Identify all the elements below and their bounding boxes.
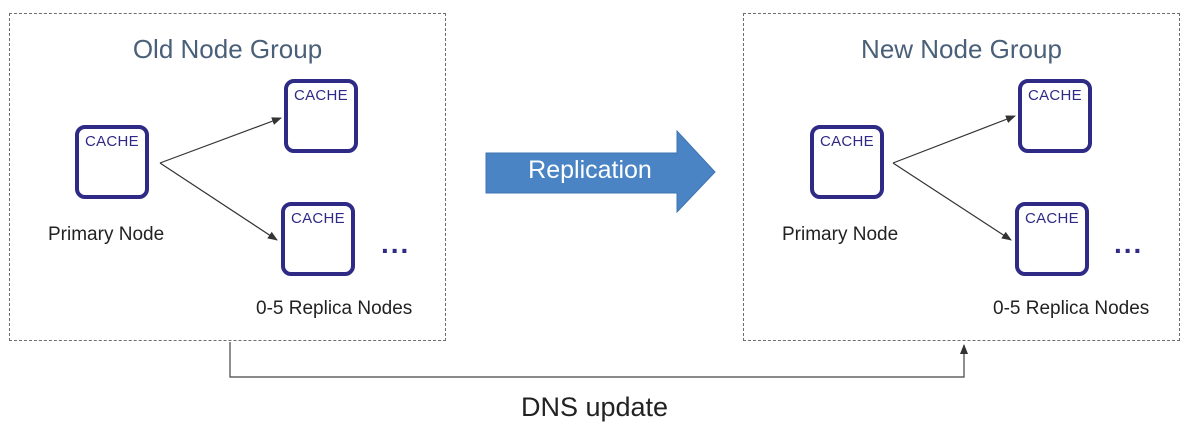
replication-big-arrow bbox=[485, 129, 716, 214]
old-replication-arrow-1 bbox=[159, 117, 282, 164]
old-replica-cache-node-1: CACHE bbox=[284, 79, 358, 153]
cache-label: CACHE bbox=[293, 87, 348, 104]
cache-label: CACHE bbox=[1024, 210, 1079, 227]
old-node-group-title: Old Node Group bbox=[132, 34, 323, 64]
dns-update-connector bbox=[229, 342, 968, 378]
dns-update-label: DNS update bbox=[520, 392, 669, 422]
cache-label: CACHE bbox=[819, 133, 874, 150]
old-more-replicas-ellipsis: ... bbox=[381, 228, 411, 259]
replication-label: Replication bbox=[528, 156, 652, 184]
new-primary-node-label: Primary Node bbox=[782, 224, 899, 245]
new-node-group: New Node Group bbox=[743, 13, 1180, 341]
cache-label: CACHE bbox=[290, 210, 345, 227]
cache-label: CACHE bbox=[84, 133, 139, 150]
old-replication-arrow-2 bbox=[159, 162, 278, 241]
new-primary-cache-node: CACHE bbox=[810, 125, 884, 199]
new-replication-arrow-1 bbox=[892, 115, 1016, 164]
old-replica-cache-node-2: CACHE bbox=[281, 202, 355, 276]
new-replica-nodes-label: 0-5 Replica Nodes bbox=[993, 298, 1150, 319]
old-primary-cache-node: CACHE bbox=[75, 125, 149, 199]
new-more-replicas-ellipsis: ... bbox=[1114, 228, 1144, 259]
old-replica-nodes-label: 0-5 Replica Nodes bbox=[256, 298, 413, 319]
new-replica-cache-node-2: CACHE bbox=[1015, 202, 1089, 276]
old-primary-node-label: Primary Node bbox=[48, 224, 165, 245]
old-node-group: Old Node Group bbox=[9, 13, 446, 341]
new-replication-arrow-2 bbox=[892, 162, 1012, 241]
new-node-group-title: New Node Group bbox=[861, 34, 1062, 64]
new-replica-cache-node-1: CACHE bbox=[1018, 79, 1092, 153]
cache-label: CACHE bbox=[1027, 87, 1082, 104]
